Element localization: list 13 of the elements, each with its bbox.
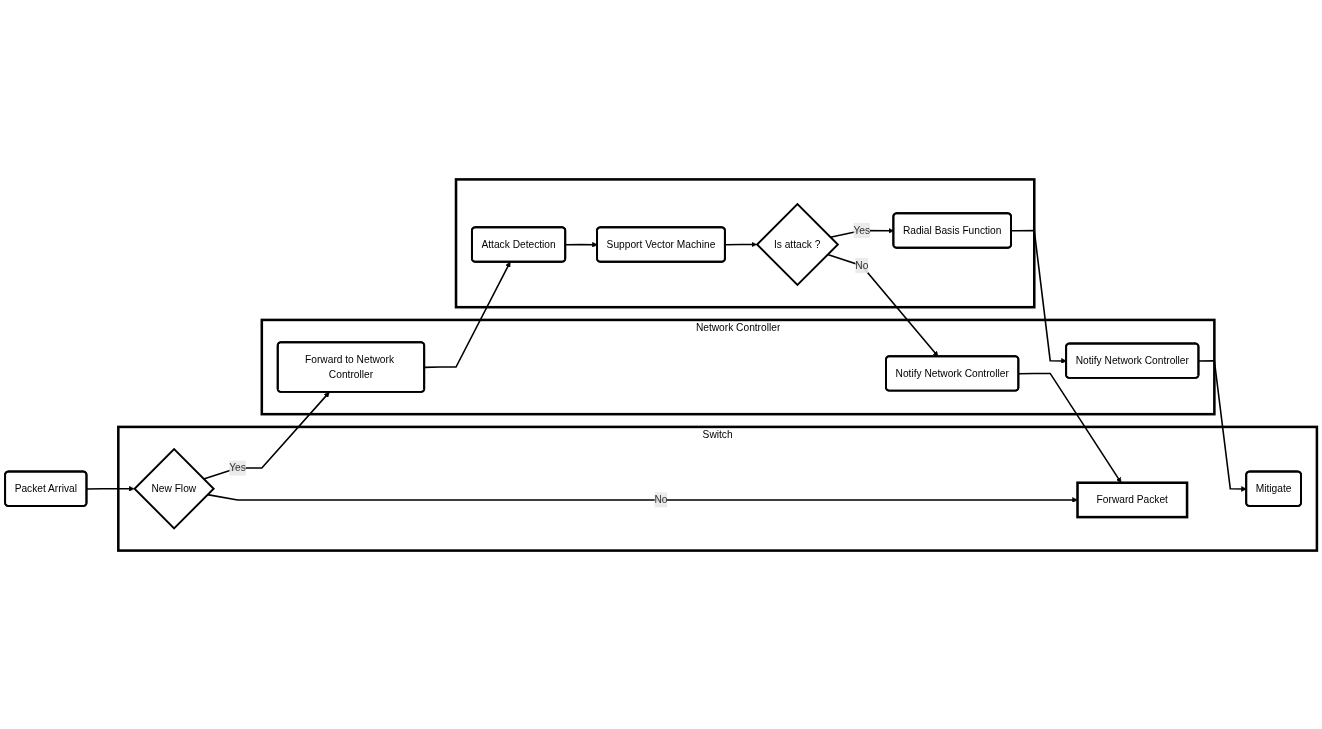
arrow <box>724 241 757 247</box>
node-box: Forward Packet <box>1076 480 1189 518</box>
cluster <box>454 177 1036 308</box>
node-diamond: Is attack ? <box>755 202 840 286</box>
arrow <box>206 493 1078 503</box>
arrow <box>826 253 939 357</box>
node-diamond: New Flow <box>133 447 215 530</box>
arrow <box>202 391 330 480</box>
edge-label: No <box>855 259 869 271</box>
edge-label: Yes <box>229 461 246 473</box>
edge-label: Yes <box>853 224 871 236</box>
edge-label: No <box>654 493 668 505</box>
arrow <box>86 485 135 492</box>
